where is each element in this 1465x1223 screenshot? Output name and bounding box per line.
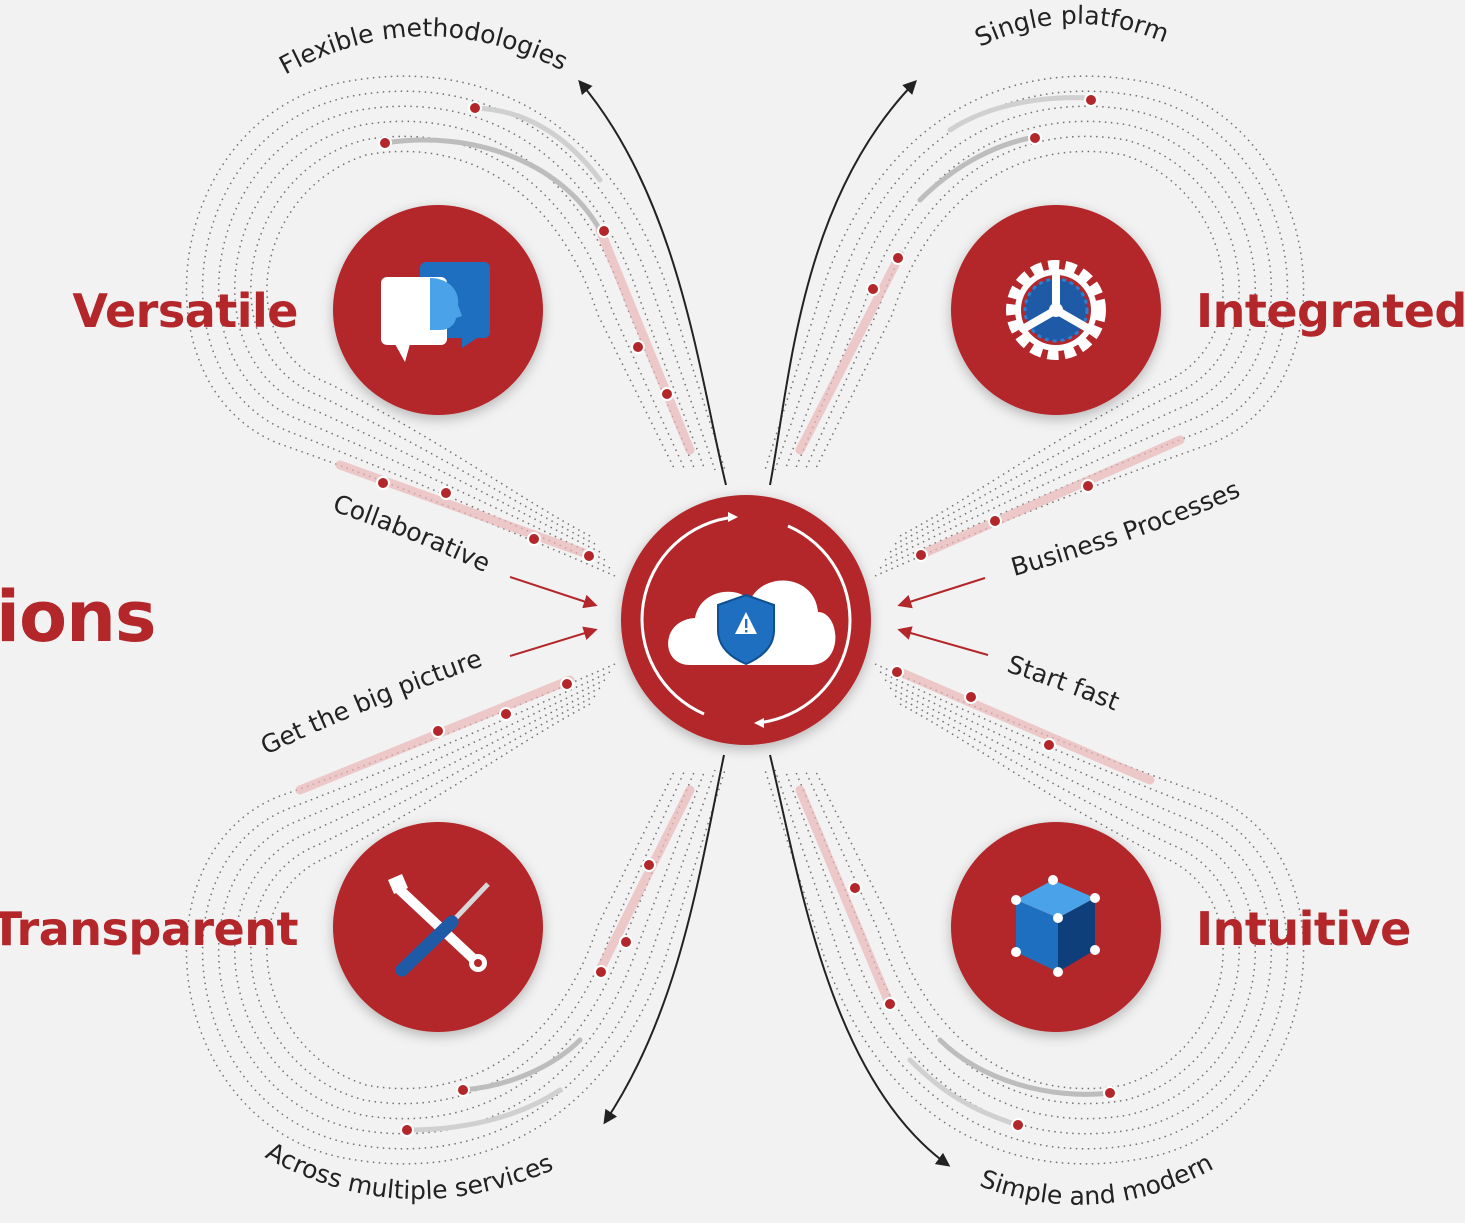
pillar-label-intuitive: Intuitive [1196,902,1411,956]
benefit-label-simple-modern: Simple and modern [977,1148,1218,1211]
benefit-label-across-services: Across multiple services [261,1136,557,1205]
pillar-circle-versatile [333,205,543,415]
orbit-intuitive [764,663,1305,1165]
cloud-shield-alert-icon [668,580,836,666]
benefit-label-business-processes: Business Processes [1008,475,1244,582]
pillar-circle-integrated [951,205,1161,415]
orbit-lines [185,75,1305,1165]
pillar-circle-transparent [333,822,543,1032]
benefit-label-start-fast: Start fast [1004,650,1124,717]
pillar-circle-intuitive [951,822,1161,1032]
cube-icon [1011,875,1100,977]
benefit-label-flexible-methodologies: Flexible methodologies [274,13,572,80]
pillar-label-integrated: Integrated [1196,284,1465,338]
orbit-transparent [185,663,726,1165]
pillar-label-transparent: Transparent [0,902,299,956]
chat-bubbles-icon [381,262,490,362]
pillar-label-versatile: Versatile [72,284,298,338]
outward-arrows [578,79,951,1167]
gear-icon [1006,260,1106,360]
orbit-dots [376,93,1117,1137]
benefit-label-collaborative: Collaborative [329,489,494,578]
orbit-versatile [185,75,726,577]
inward-arrows [509,576,989,657]
orbit-integrated [764,75,1305,577]
wrench-screwdriver-icon [388,874,490,977]
benefit-label-single-platform: Single platform [970,1,1173,53]
center-hub [621,495,871,745]
partial-heading: ions [0,576,157,658]
